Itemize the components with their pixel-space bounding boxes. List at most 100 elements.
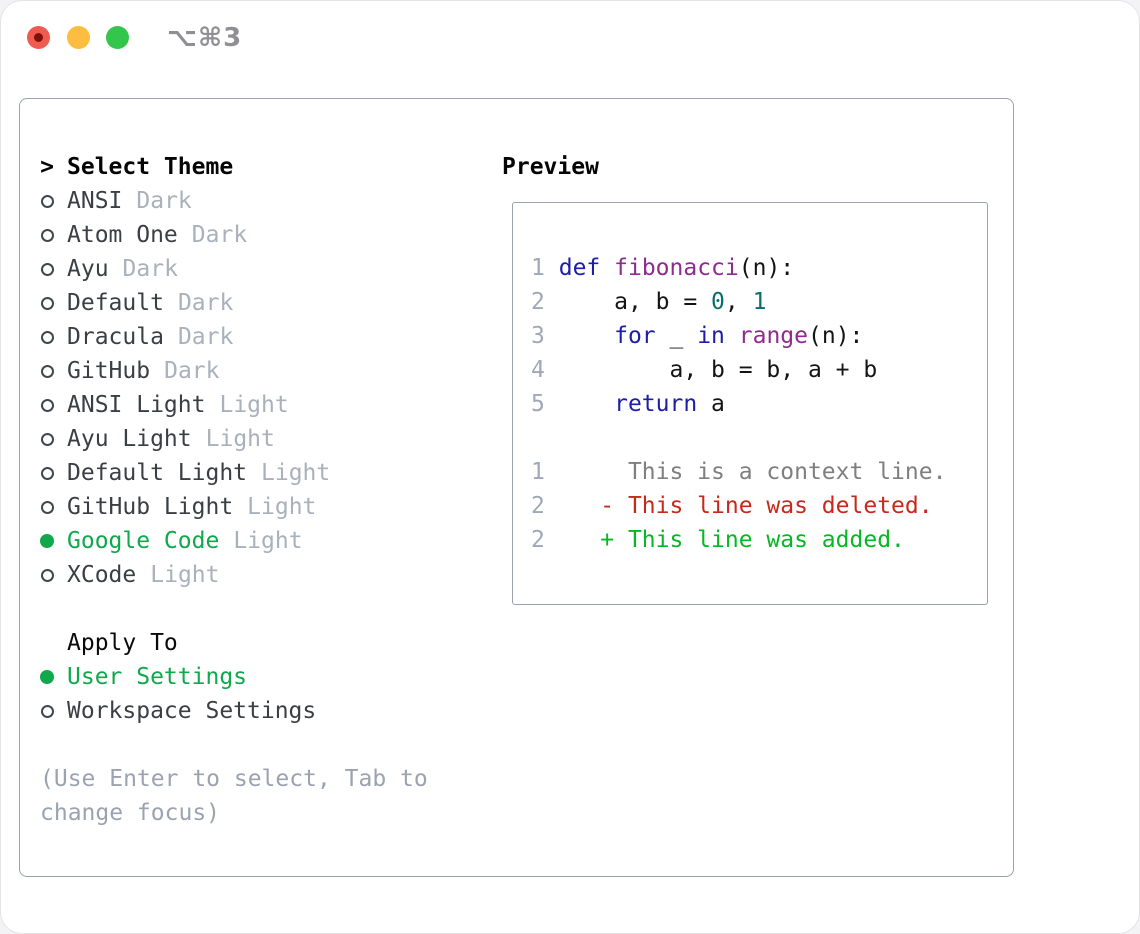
radio-circle <box>40 364 54 378</box>
hint-line-1: (Use Enter to select, Tab to <box>40 766 428 792</box>
theme-option-ansi-light[interactable]: ANSI Light Light <box>40 388 428 422</box>
radio-unselected-icon <box>40 568 54 582</box>
radio-unselected-icon <box>40 704 54 718</box>
line-number: 5 <box>531 391 545 417</box>
theme-option-github-light[interactable]: GitHub Light Light <box>40 490 428 524</box>
option-label: ANSI <box>67 188 123 214</box>
radio-circle <box>40 432 54 446</box>
line-number: 3 <box>531 323 545 349</box>
code-segment: in <box>697 323 725 349</box>
theme-option-ansi[interactable]: ANSI Dark <box>40 184 428 218</box>
apply-option-user-settings[interactable]: User Settings <box>40 660 428 694</box>
code-segment <box>545 391 614 417</box>
line-number: 1 <box>531 459 545 485</box>
select-theme-header: Select Theme <box>67 154 234 180</box>
code-segment <box>545 255 559 281</box>
code-line: 2 + This line was added. <box>531 523 946 557</box>
radio-circle <box>40 398 54 412</box>
theme-variant-label: Light <box>261 460 331 486</box>
theme-variant-label: Light <box>205 426 275 452</box>
theme-option-ayu[interactable]: Ayu Dark <box>40 252 428 286</box>
code-segment: def <box>558 255 601 281</box>
radio-unselected-icon <box>40 262 54 276</box>
window-title-shortcut: ⌥⌘3 <box>167 23 243 53</box>
code-segment: , <box>724 289 753 315</box>
line-number: 2 <box>531 289 545 315</box>
code-segment: fibonacci <box>614 255 739 281</box>
close-button[interactable] <box>27 26 50 49</box>
apply-option-workspace-settings[interactable]: Workspace Settings <box>40 694 428 728</box>
code-line <box>531 421 946 455</box>
code-segment: (n): <box>808 323 864 349</box>
theme-variant-label: Dark <box>191 222 248 248</box>
hint-line-2: change focus) <box>40 800 221 826</box>
code-segment: a <box>697 391 725 417</box>
preview-title: Preview <box>502 154 599 180</box>
radio-unselected-icon <box>40 194 54 208</box>
code-segment: _ <box>655 323 698 349</box>
code-segment: range <box>738 323 809 349</box>
radio-unselected-icon <box>40 466 54 480</box>
radio-circle <box>40 568 54 582</box>
code-segment: a, b = <box>544 289 712 315</box>
theme-variant-label: Dark <box>177 324 234 350</box>
code-segment: This is a context line. <box>544 459 947 485</box>
radio-unselected-icon <box>40 228 54 242</box>
code-segment: + This line was added. <box>544 527 905 553</box>
maximize-button[interactable] <box>106 26 129 49</box>
code-segment: (n): <box>738 255 795 281</box>
radio-selected-icon <box>40 670 54 684</box>
radio-unselected-icon <box>40 398 54 412</box>
theme-variant-label: Dark <box>122 256 178 282</box>
code-segment: 0 <box>711 289 725 315</box>
code-line: 1 def fibonacci(n): <box>531 251 946 285</box>
radio-circle <box>40 194 54 208</box>
radio-circle <box>40 466 54 480</box>
spacer-row <box>40 728 428 762</box>
close-button-dot <box>34 33 43 42</box>
radio-circle <box>40 228 54 242</box>
theme-variant-label: Dark <box>136 188 192 214</box>
radio-circle <box>40 262 54 276</box>
option-label: GitHub Light <box>67 494 234 520</box>
theme-variant-label: Dark <box>164 358 220 384</box>
spacer-row <box>40 592 428 626</box>
code-line: 5 return a <box>531 387 946 421</box>
minimize-button[interactable] <box>67 26 90 49</box>
radio-circle <box>40 296 54 310</box>
radio-circle <box>40 704 54 718</box>
code-segment: a, b = b, a + b <box>544 357 878 383</box>
theme-variant-label: Light <box>233 528 303 554</box>
line-number: 2 <box>531 527 545 553</box>
option-label: Ayu <box>67 256 109 282</box>
radio-unselected-icon <box>40 432 54 446</box>
line-number: 4 <box>531 357 545 383</box>
radio-circle <box>40 534 54 548</box>
theme-variant-label: Light <box>247 494 317 520</box>
code-segment <box>725 323 739 349</box>
radio-unselected-icon <box>40 364 54 378</box>
theme-variant-label: Light <box>219 392 289 418</box>
option-label: Default <box>67 290 164 316</box>
line-number: 2 <box>531 493 545 519</box>
option-label: ANSI Light <box>67 392 206 418</box>
option-label: XCode <box>67 562 137 588</box>
option-label: Workspace Settings <box>67 698 317 724</box>
code-line: 4 a, b = b, a + b <box>531 353 946 387</box>
code-segment: - This line was deleted. <box>544 493 933 519</box>
prompt-caret-icon: > <box>40 154 54 180</box>
code-line: 2 a, b = 0, 1 <box>531 285 946 319</box>
